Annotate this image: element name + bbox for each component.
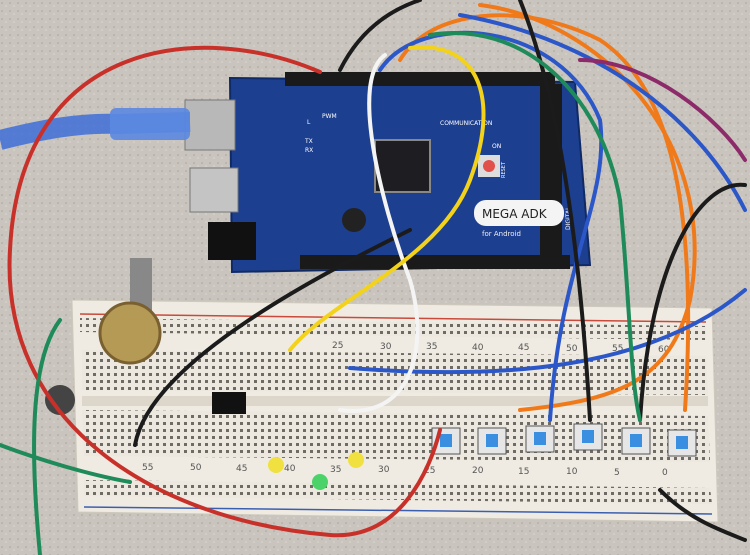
bb-num: 0: [662, 468, 668, 478]
bb-num: 40: [472, 343, 484, 353]
digital-label: DIGITAL: [565, 206, 572, 230]
bb-num: 50: [190, 463, 202, 473]
led-yellow: [268, 457, 284, 473]
led-rx-label: RX: [305, 147, 313, 154]
wire-green: [0, 443, 132, 484]
push-buttons: [431, 423, 697, 457]
wire-black: [658, 488, 747, 542]
potentiometer: [98, 258, 162, 365]
wire-black: [133, 228, 412, 447]
bb-num: 55: [612, 344, 623, 354]
wire-blue: [458, 13, 747, 212]
wire-red: [7, 45, 442, 538]
board-subtitle: for Android: [482, 230, 521, 238]
bb-num: 30: [380, 342, 392, 352]
bb-num: 45: [518, 343, 529, 353]
bb-num: 60: [658, 345, 670, 355]
wire-purple: [578, 58, 747, 162]
led-tx-label: TX: [304, 138, 313, 145]
bb-num: 35: [426, 342, 437, 352]
bb-num: 40: [284, 464, 296, 474]
ic-chip: [212, 392, 246, 414]
breadboard: 25 30 35 40 45 50 55 60 55 50 45 40 35 3…: [71, 299, 719, 523]
wire-white: [338, 53, 420, 413]
wire-black: [518, 0, 592, 422]
bb-num: 45: [236, 464, 247, 474]
wire-orange: [478, 3, 697, 412]
wire-black: [338, 0, 422, 72]
bb-num: 35: [330, 465, 341, 475]
led-green: [312, 474, 328, 490]
wire-green: [32, 318, 62, 555]
arduino-mega-adk: MEGA ADK for Android PWM COMMUNICATION D…: [184, 72, 592, 274]
led-on-label: ON: [492, 143, 501, 150]
wire-yellow: [288, 45, 486, 352]
bb-num: 25: [332, 341, 343, 351]
bb-num: 30: [378, 465, 390, 475]
microphone: [45, 385, 75, 415]
pwm-label: PWM: [322, 113, 337, 120]
bb-num: 5: [614, 468, 620, 478]
bb-num: 10: [566, 467, 578, 477]
bb-num: 15: [518, 467, 529, 477]
board-logo: MEGA ADK: [482, 207, 548, 221]
bb-num: 55: [142, 463, 153, 473]
wire-green: [428, 31, 642, 422]
reset-label: RESET: [501, 161, 507, 178]
reset-button[interactable]: [483, 160, 495, 172]
led-l-label: L: [307, 119, 311, 126]
bb-num: 50: [566, 344, 578, 354]
bb-num: 20: [472, 466, 484, 476]
wire-black: [638, 182, 747, 422]
bb-num: 25: [424, 466, 435, 476]
led-yellow: [348, 452, 364, 468]
wire-orange: [398, 13, 691, 412]
communication-label: COMMUNICATION: [440, 120, 492, 127]
